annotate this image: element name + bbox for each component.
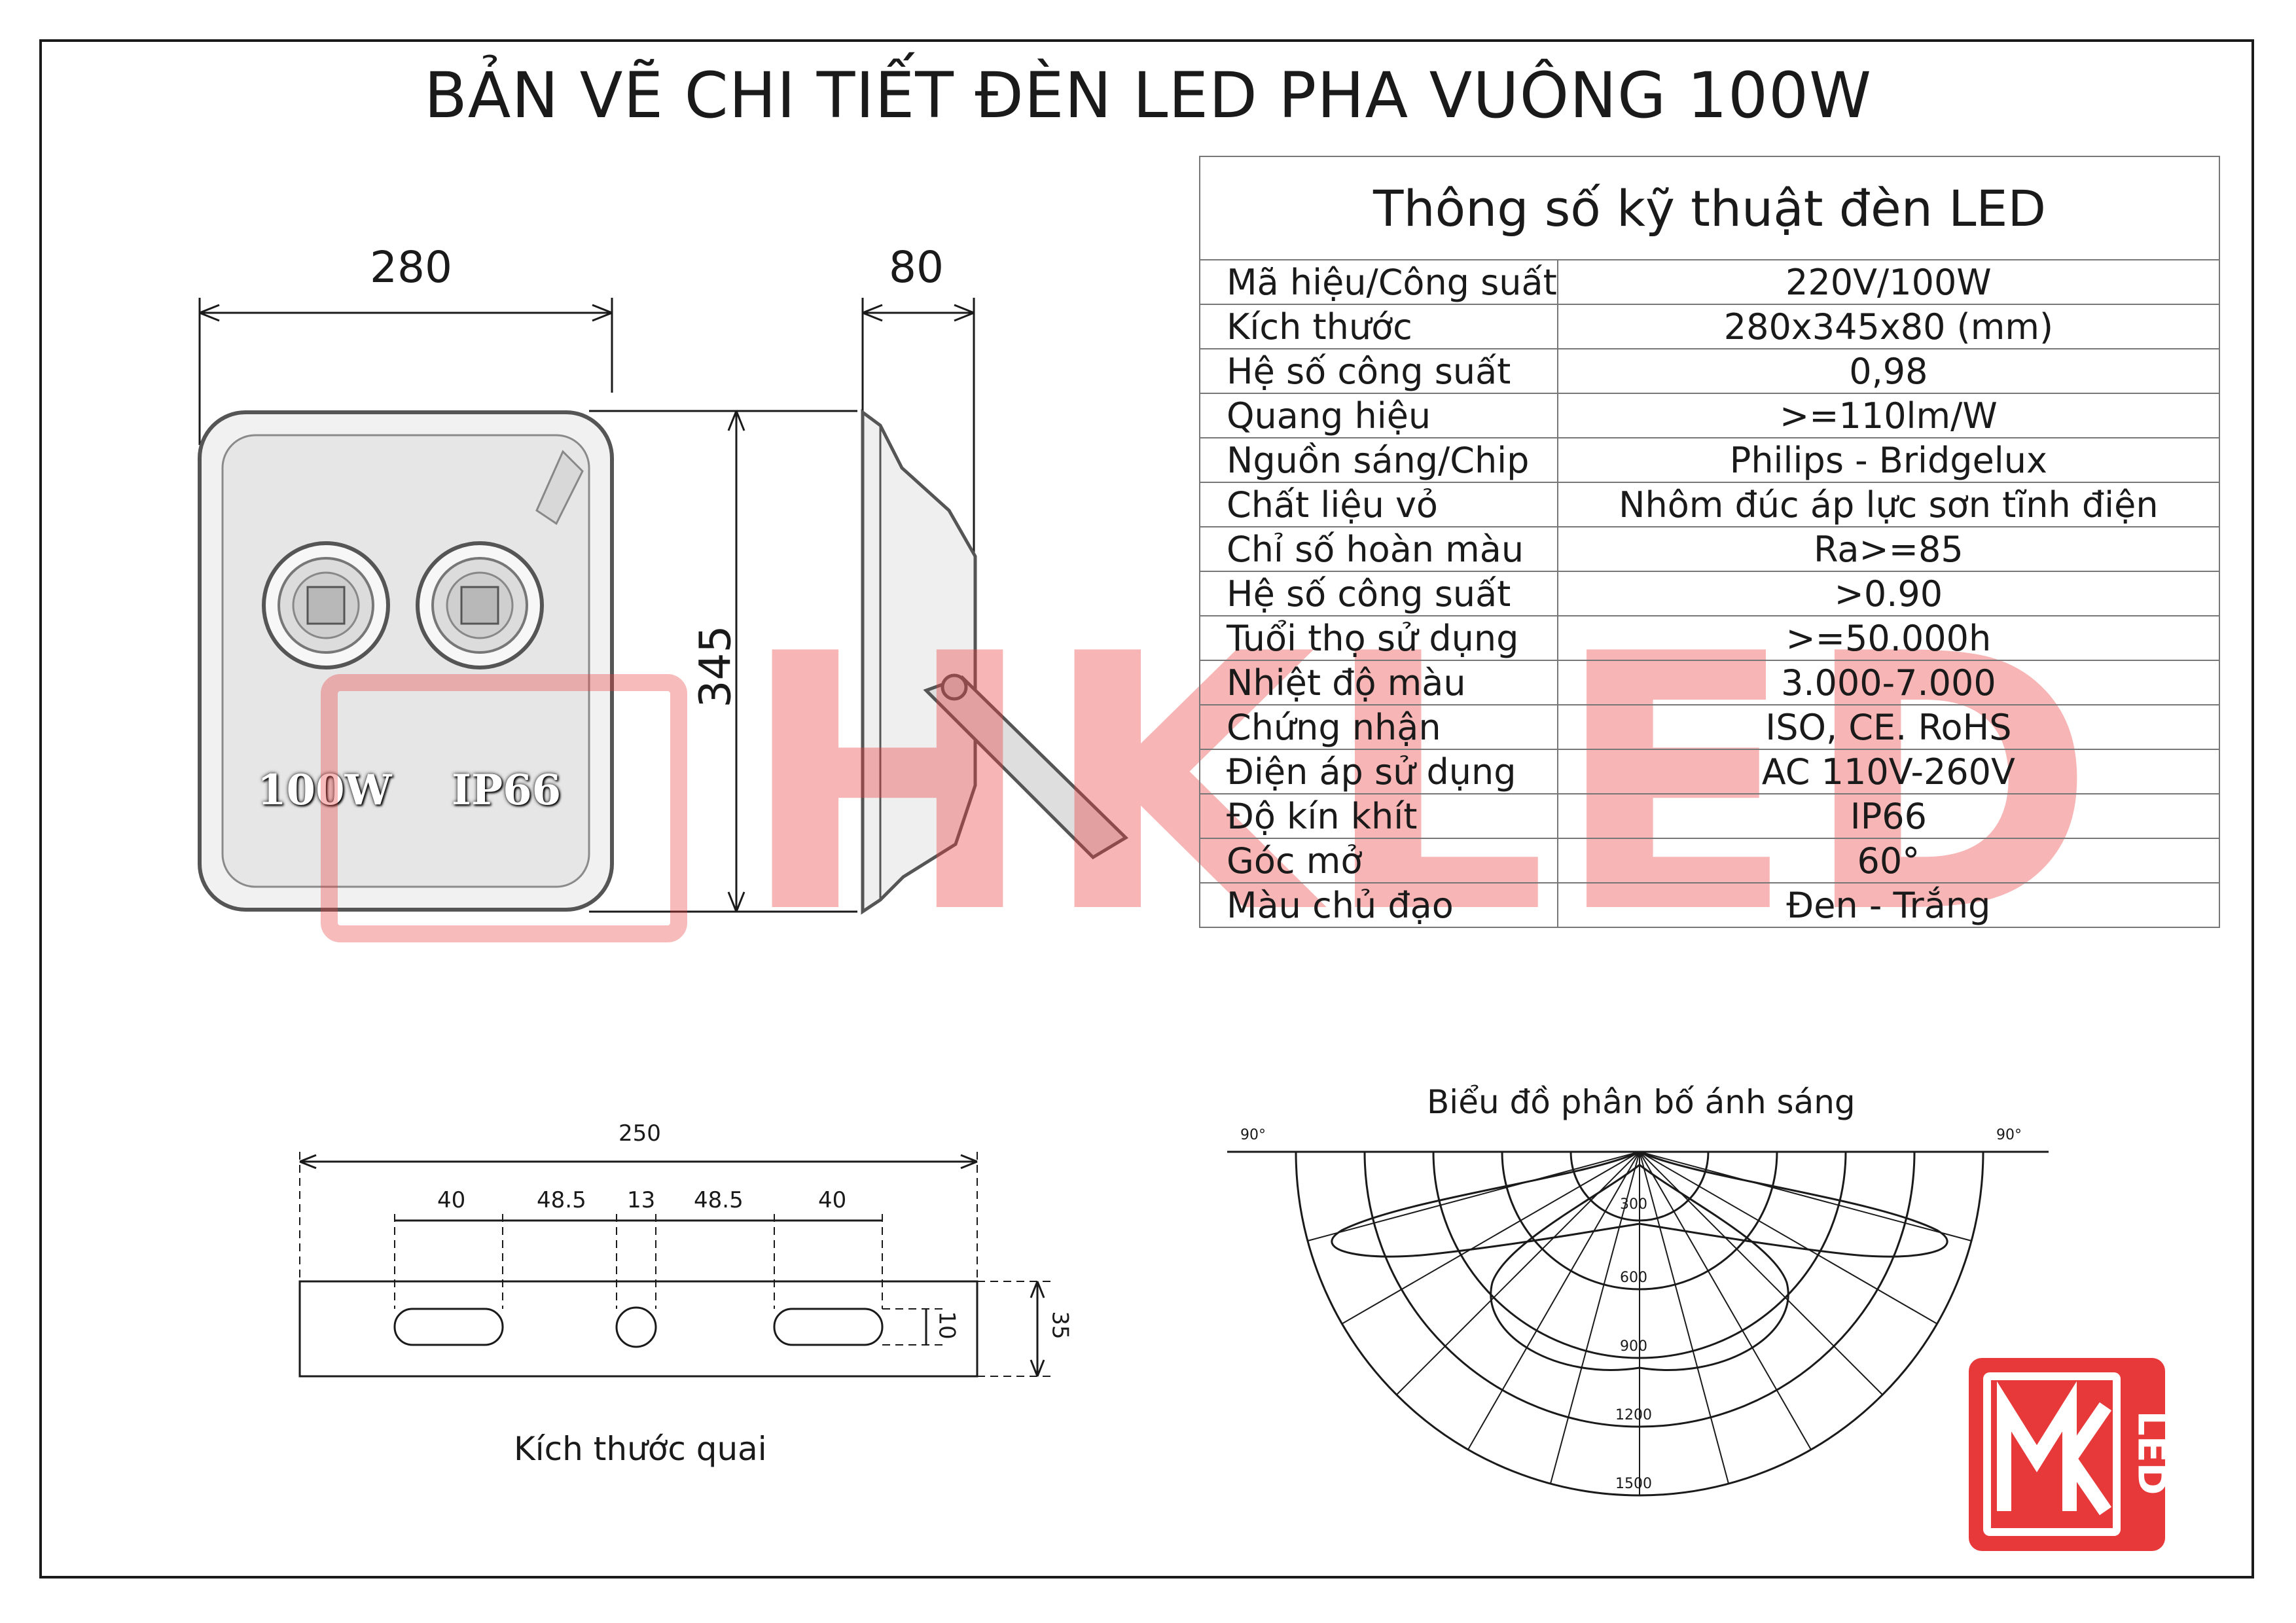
brand-logo-mark xyxy=(1997,1381,2112,1516)
spec-label: Chứng nhận xyxy=(1199,704,1558,750)
drawing-frame xyxy=(39,39,2254,1578)
spec-label: Màu chủ đạo xyxy=(1199,882,1558,928)
spec-value: 280x345x80 (mm) xyxy=(1556,304,2221,349)
spec-value: AC 110V-260V xyxy=(1556,749,2221,794)
spec-label: Độ kín khít xyxy=(1199,793,1558,839)
width-dimension-label: 280 xyxy=(370,242,452,293)
spec-label: Chỉ số hoàn màu xyxy=(1199,526,1558,572)
spec-row: Quang hiệu>=110lm/W xyxy=(1199,393,2221,438)
spec-label: Nguồn sáng/Chip xyxy=(1199,437,1558,483)
spec-value: 3.000-7.000 xyxy=(1556,660,2221,705)
spec-row: Hệ số công suất>0.90 xyxy=(1199,571,2221,616)
bracket-caption: Kích thước quai xyxy=(514,1430,767,1468)
spec-value: Philips - Bridgelux xyxy=(1556,437,2221,483)
spec-value: Ra>=85 xyxy=(1556,526,2221,572)
depth-dimension-label: 80 xyxy=(889,242,944,293)
drawing-title: BẢN VẼ CHI TIẾT ĐÈN LED PHA VUÔNG 100W xyxy=(423,59,1873,132)
spec-value: IP66 xyxy=(1556,793,2221,839)
lamp-side-view xyxy=(861,409,1129,915)
light-chart-right-angle: 90° xyxy=(1996,1127,2022,1143)
light-chart-ring-label: 1500 xyxy=(1615,1476,1652,1492)
spec-value: >0.90 xyxy=(1556,571,2221,616)
led-lens-left xyxy=(262,541,390,669)
light-distribution-curve xyxy=(1331,1150,1948,1371)
ip-badge: IP66 xyxy=(452,766,562,815)
bracket-total-length: 250 xyxy=(619,1120,661,1147)
spec-value: 220V/100W xyxy=(1556,259,2221,305)
brand-logo-text: LED xyxy=(2128,1410,2175,1495)
light-chart-ring-label: 300 xyxy=(1620,1196,1647,1213)
spec-label: Hệ số công suất xyxy=(1199,348,1558,394)
bracket-segment-5: 40 xyxy=(818,1187,847,1213)
bracket-segment-4: 48.5 xyxy=(694,1187,744,1213)
light-chart-ring-label: 1200 xyxy=(1615,1407,1652,1423)
lamp-front-view xyxy=(198,410,614,912)
spec-value: Đen - Trắng xyxy=(1556,882,2221,928)
light-chart-left-angle: 90° xyxy=(1240,1127,1266,1143)
watermark-logo-mark xyxy=(321,674,687,942)
power-badge: 100W xyxy=(257,766,392,815)
light-chart-ring-label: 600 xyxy=(1620,1270,1647,1286)
spec-value: >=50.000h xyxy=(1556,615,2221,661)
spec-label: Kích thước xyxy=(1199,304,1558,349)
spec-value: >=110lm/W xyxy=(1556,393,2221,438)
led-lens-right xyxy=(416,541,544,669)
bracket-segment-2: 48.5 xyxy=(537,1187,586,1213)
spec-label: Điện áp sử dụng xyxy=(1199,749,1558,794)
spec-value: 0,98 xyxy=(1556,348,2221,394)
bracket-segment-1: 40 xyxy=(437,1187,466,1213)
spec-label: Mã hiệu/Công suất xyxy=(1199,259,1558,305)
light-chart-ring-label: 900 xyxy=(1620,1338,1647,1355)
bracket-segment-3: 13 xyxy=(627,1187,656,1213)
spec-table-title: Thông số kỹ thuật đèn LED xyxy=(1199,156,2220,260)
spec-label: Chất liệu vỏ xyxy=(1199,482,1558,527)
spec-label: Quang hiệu xyxy=(1199,393,1558,438)
brand-logo-inner xyxy=(1983,1372,2121,1536)
spec-value: 60° xyxy=(1556,838,2221,883)
light-chart-title: Biểu đồ phân bố ánh sáng xyxy=(1427,1083,1856,1121)
spec-table-header: Thông số kỹ thuật đèn LED xyxy=(1199,156,2220,260)
spec-table: Thông số kỹ thuật đèn LED Mã hiệu/Công s… xyxy=(1199,156,2221,928)
spec-value: ISO, CE. RoHS xyxy=(1556,704,2221,750)
spec-label: Góc mở xyxy=(1199,838,1558,883)
spec-label: Tuổi thọ sử dụng xyxy=(1199,615,1558,661)
spec-value: Nhôm đúc áp lực sơn tĩnh điện xyxy=(1556,482,2221,527)
brand-logo: LED xyxy=(1969,1358,2175,1551)
spec-label: Nhiệt độ màu xyxy=(1199,660,1558,705)
spec-label: Hệ số công suất xyxy=(1199,571,1558,616)
spec-row: Tuổi thọ sử dụng>=50.000h xyxy=(1199,615,2221,661)
